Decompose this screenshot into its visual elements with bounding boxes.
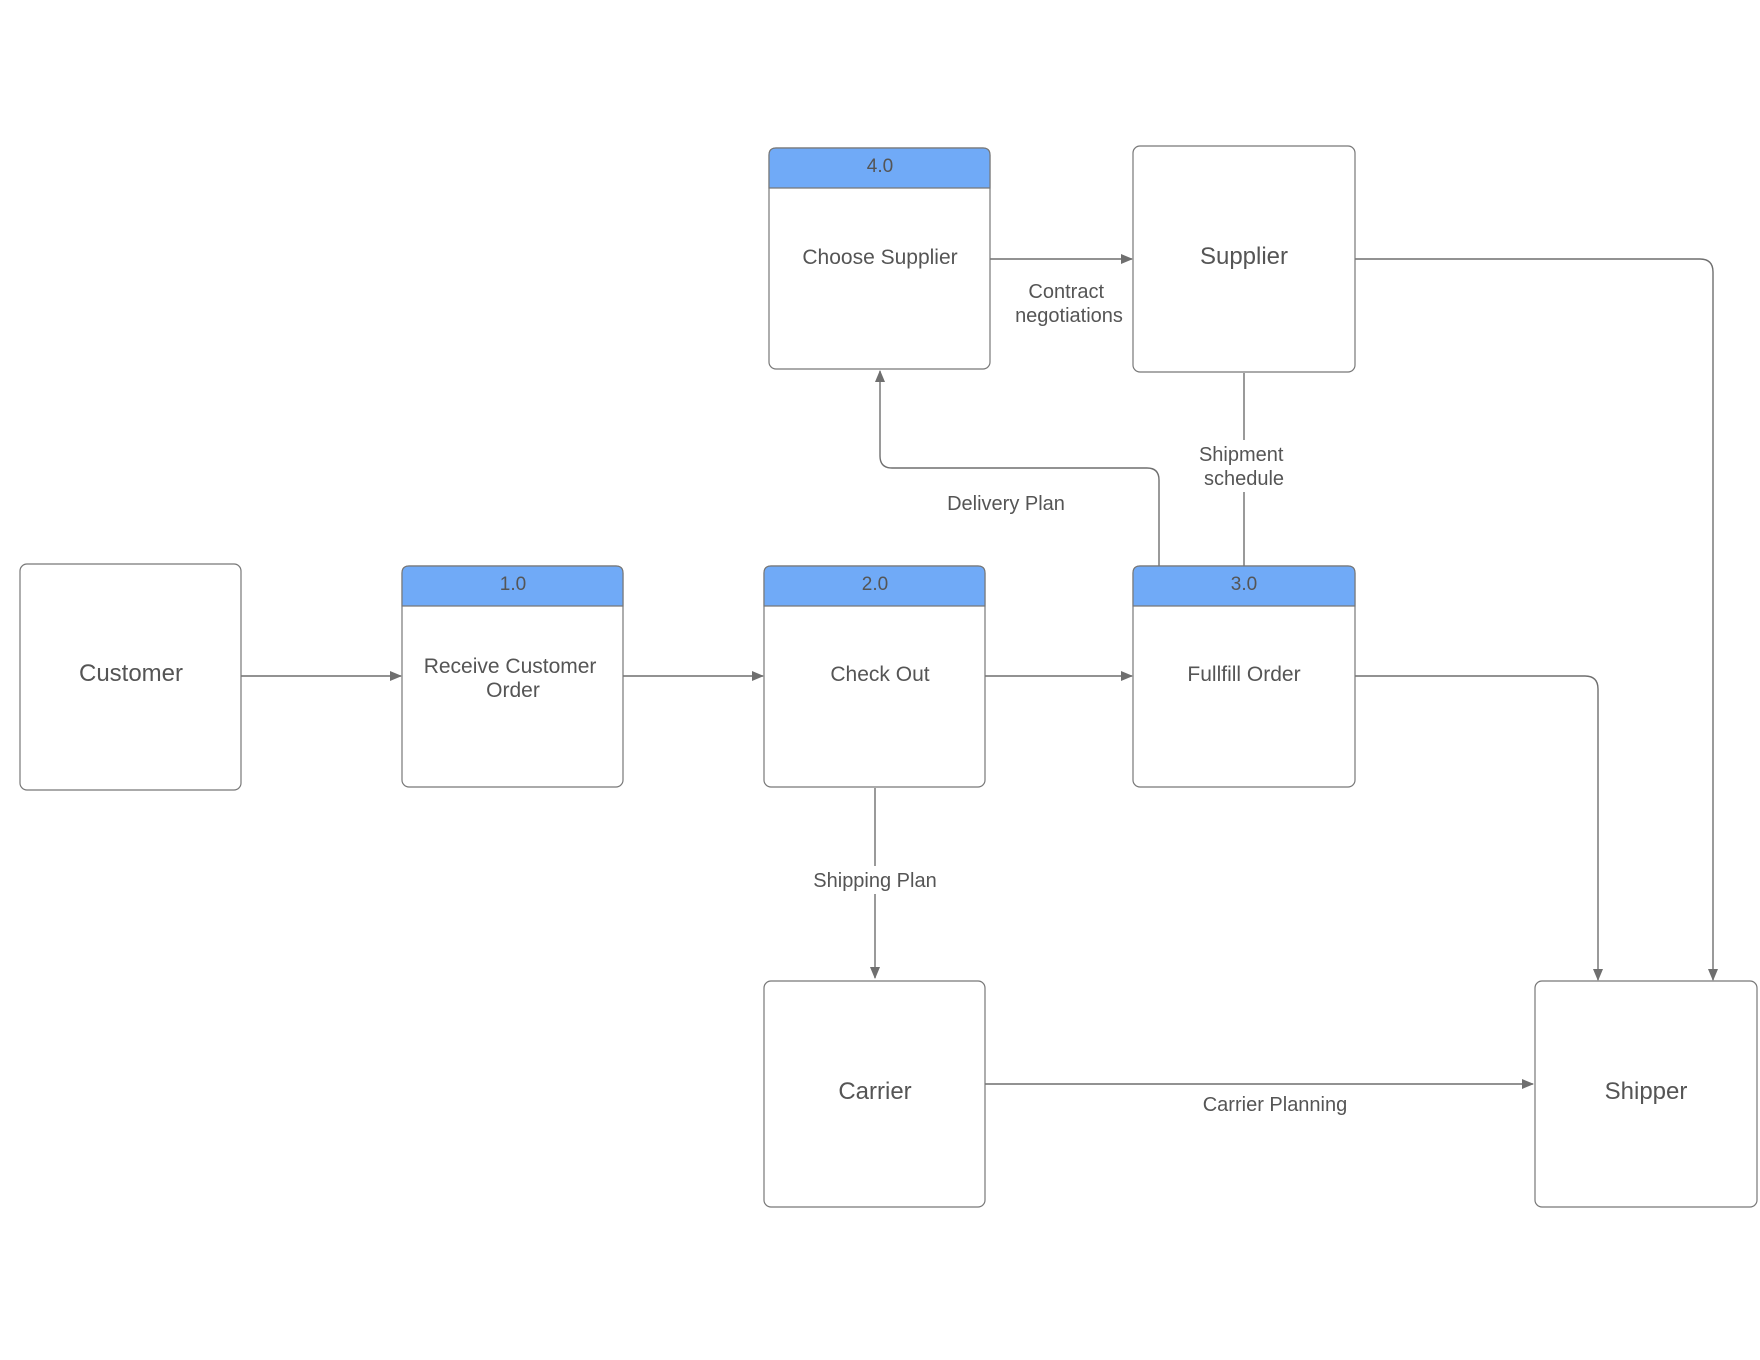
process-label: Fullfill Order <box>1187 663 1300 686</box>
process-receive-customer-order[interactable]: 1.0 Receive Customer Order <box>401 565 624 788</box>
entity-carrier-label: Carrier <box>838 1078 911 1105</box>
process-number: 4.0 <box>867 156 893 177</box>
process-label: Check Out <box>830 663 929 686</box>
entity-carrier[interactable]: Carrier <box>763 980 986 1208</box>
flow-labels: Contract negotiations Shipment schedule … <box>812 281 1347 1116</box>
process-label-line: Receive Customer <box>424 655 597 678</box>
entity-shipper-label: Shipper <box>1605 1078 1688 1105</box>
edge-fulfill-order-to-choose-supplier <box>875 370 1160 566</box>
entity-supplier[interactable]: Supplier <box>1132 145 1356 373</box>
flow-label-shipping: Shipping Plan <box>813 870 936 892</box>
flow-label-line: schedule <box>1204 468 1284 490</box>
entity-customer-label: Customer <box>79 660 183 687</box>
process-label: Choose Supplier <box>802 246 957 269</box>
process-check-out[interactable]: 2.0 Check Out <box>763 565 986 788</box>
process-number: 1.0 <box>500 574 526 595</box>
process-label: Receive Customer Order <box>424 655 603 702</box>
flow-label-carrier-planning: Carrier Planning <box>1203 1094 1348 1116</box>
process-choose-supplier[interactable]: 4.0 Choose Supplier <box>768 147 991 370</box>
flow-label-line: negotiations <box>1015 305 1123 327</box>
entity-shipper[interactable]: Shipper <box>1534 980 1758 1208</box>
process-number: 2.0 <box>862 574 888 595</box>
process-label-line: Order <box>486 679 540 702</box>
entity-supplier-label: Supplier <box>1200 243 1288 270</box>
flow-label-shipment: Shipment schedule <box>1199 444 1289 490</box>
flow-label-line: Contract <box>1028 281 1104 303</box>
flow-label-contract: Contract negotiations <box>1015 281 1123 327</box>
flow-label-line: Shipment <box>1199 444 1284 466</box>
edge-supplier-to-shipper <box>1355 258 1718 981</box>
process-number: 3.0 <box>1231 574 1257 595</box>
entity-customer[interactable]: Customer <box>19 563 242 791</box>
flow-label-delivery: Delivery Plan <box>947 493 1065 515</box>
process-fulfill-order[interactable]: 3.0 Fullfill Order <box>1132 565 1356 788</box>
edge-fulfill-order-to-shipper <box>1355 675 1603 981</box>
